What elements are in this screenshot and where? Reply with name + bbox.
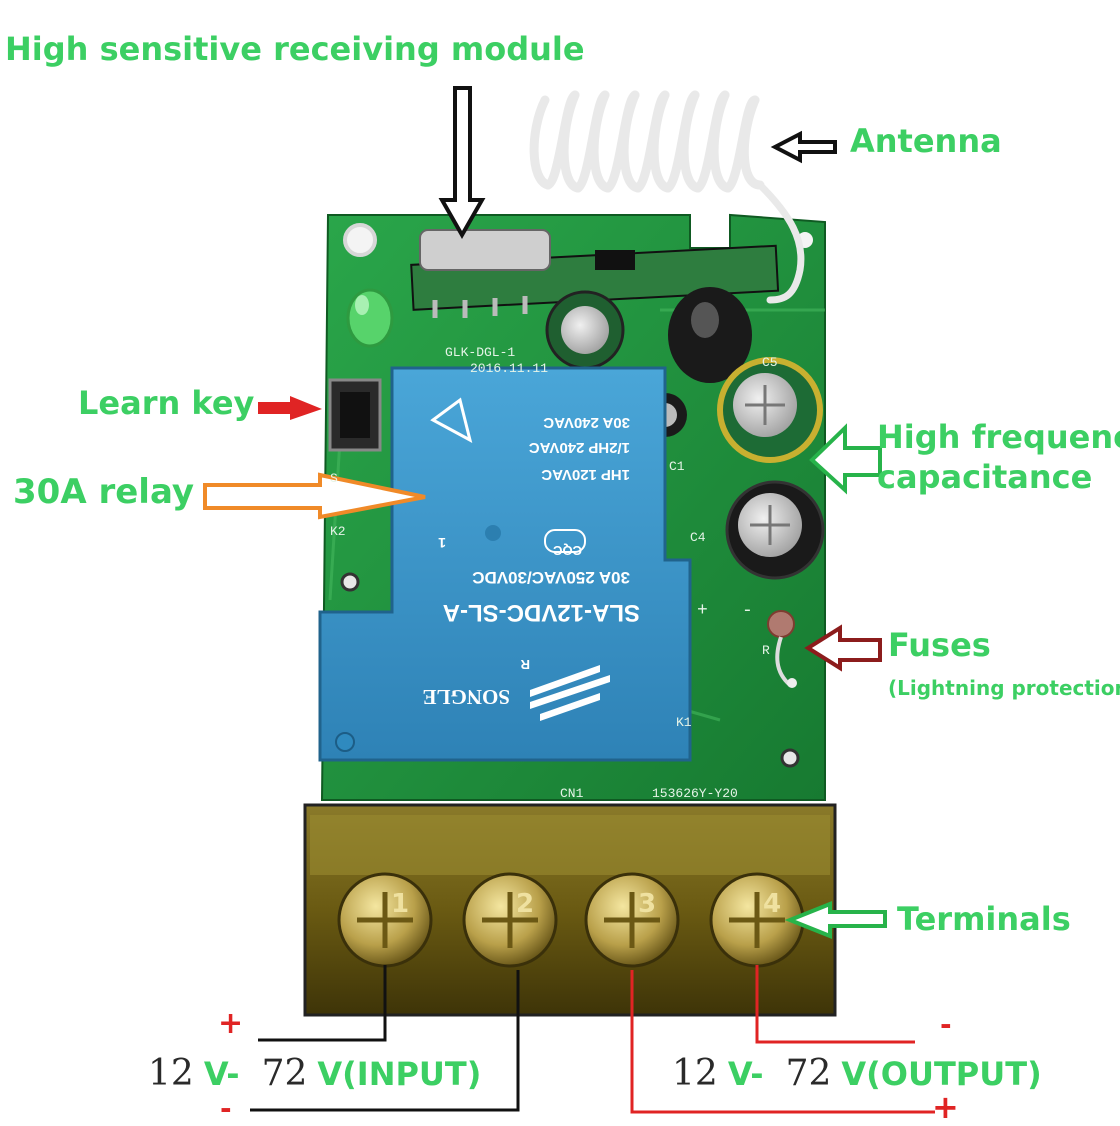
- wires: [250, 965, 935, 1114]
- output-minus-sign: -: [940, 1008, 952, 1041]
- fuses-note-label: (Lightning protection): [888, 676, 1120, 700]
- capacitor-small: [545, 290, 625, 370]
- relay-registered: R: [520, 657, 530, 672]
- board-c4: C4: [690, 530, 706, 545]
- receiving-module-label: High sensitive receiving module: [5, 30, 585, 68]
- mount-hole: [340, 572, 360, 592]
- output-voltage-label: 12 V- 72 V(OUTPUT): [672, 1052, 1042, 1094]
- relay-rating-1: 30A 240VAC: [543, 414, 630, 431]
- input-voltage-label: 12 V- 72 V(INPUT): [148, 1052, 481, 1094]
- board-plus: +: [697, 601, 708, 621]
- input-voltage-low: 12: [148, 1053, 194, 1094]
- antenna-coil: [529, 90, 805, 304]
- board-r: R: [762, 643, 770, 658]
- board-c1: C1: [669, 459, 685, 474]
- board-k2: K2: [330, 524, 346, 539]
- mount-hole: [343, 223, 377, 257]
- learn-key-label: Learn key: [78, 384, 255, 422]
- output-voltage-mid: V-: [727, 1055, 764, 1093]
- mount-hole: [780, 748, 800, 768]
- terminals-label: Terminals: [897, 900, 1071, 938]
- relay-label: 30A relay: [13, 472, 195, 512]
- board-minus: -: [742, 601, 753, 621]
- terminal-number: 3: [638, 889, 656, 919]
- capacitor-black: [668, 287, 752, 383]
- relay-rating-2: 1/2HP 240VAC: [529, 439, 630, 456]
- input-plus-wire: [258, 965, 387, 1042]
- capacitor-large-2: [725, 480, 825, 580]
- relay-pin: 1: [438, 535, 446, 551]
- input-voltage-high: 72: [261, 1053, 308, 1094]
- input-plus-sign: +: [218, 1006, 244, 1041]
- board-k1: K1: [676, 715, 692, 730]
- relay-brand: SONGLE: [422, 685, 510, 709]
- terminals-arrow: [784, 901, 887, 939]
- input-suffix: V(INPUT): [317, 1055, 482, 1093]
- learn-key-arrow: [258, 396, 322, 420]
- output-plus-wire: [630, 970, 935, 1114]
- terminal-number: 1: [391, 889, 409, 919]
- fuses-arrow: [804, 624, 882, 672]
- relay-model: SLA-12VDC-SL-A: [443, 599, 640, 626]
- fuses-label: Fuses: [888, 626, 991, 664]
- output-minus-wire: [755, 965, 915, 1044]
- status-led: [346, 288, 394, 348]
- terminal-screw-1[interactable]: 1: [337, 872, 433, 968]
- module-arrow: [438, 86, 486, 240]
- board-code: 153626Y-Y20: [652, 786, 738, 801]
- songle-logo: [530, 665, 610, 721]
- output-suffix: V(OUTPUT): [841, 1055, 1042, 1093]
- fuse-component: [767, 610, 797, 688]
- board-c5: C5: [762, 355, 778, 370]
- relay-rating-4: 30A 250VAC/30VDC: [472, 568, 630, 587]
- relay-rating-3: 1HP 120VAC: [541, 466, 630, 483]
- crystal-oscillator: [419, 229, 551, 271]
- antenna-label: Antenna: [850, 122, 1002, 160]
- relay-arrow: [203, 472, 426, 520]
- output-voltage-high: 72: [785, 1053, 832, 1094]
- board-cn: CN1: [560, 786, 584, 801]
- output-voltage-low: 12: [672, 1053, 718, 1094]
- antenna-arrow: [770, 130, 837, 164]
- relay-cqc: CQC: [553, 543, 583, 558]
- terminal-screw-3[interactable]: 3: [584, 872, 680, 968]
- input-voltage-mid: V-: [203, 1055, 240, 1093]
- input-minus-wire: [250, 970, 520, 1112]
- terminal-number: 2: [516, 889, 534, 919]
- capacitor-large-1: [717, 357, 823, 463]
- input-minus-sign: -: [220, 1092, 232, 1125]
- board-s: S: [330, 471, 338, 486]
- relay-body: [318, 366, 692, 762]
- capacitance-label-1: High frequency: [877, 418, 1120, 456]
- board-model: GLK-DGL-1: [445, 345, 515, 360]
- terminal-screw-2[interactable]: 2: [462, 872, 558, 968]
- terminal-number: 4: [763, 889, 781, 919]
- capacitance-arrow: [809, 423, 882, 495]
- capacitance-label-2: capacitance: [877, 458, 1093, 496]
- board-date: 2016.11.11: [470, 361, 548, 376]
